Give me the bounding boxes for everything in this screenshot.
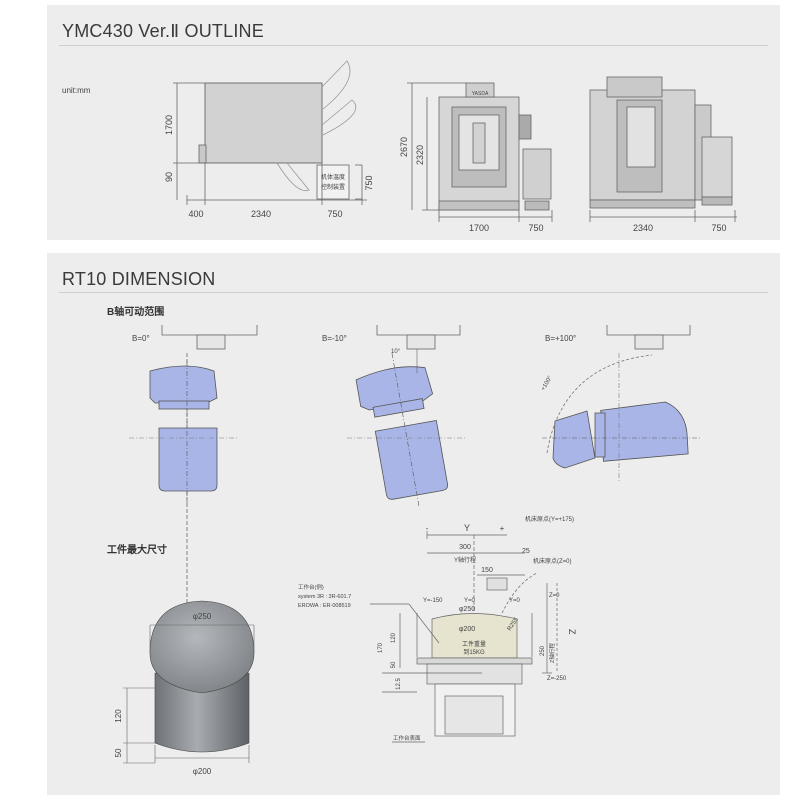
section-plus: +: [500, 524, 505, 533]
section-dim-50: 50: [391, 661, 397, 668]
b100-diagram: [542, 325, 702, 483]
b100-angle-mark: +100°: [541, 375, 554, 392]
front-dim-2320: 2320: [415, 145, 425, 165]
section-dim-250: 250: [540, 645, 546, 656]
rt10-divider: [59, 292, 768, 293]
section-dia-250: φ250: [459, 606, 475, 613]
section-origin-z: 机床原点(Z=0): [533, 557, 572, 565]
section-z-stroke: Z轴行程: [548, 643, 556, 663]
section-dim-150: 150: [481, 567, 493, 574]
machine-badge: YASDA: [472, 91, 489, 97]
section-y-label: Y: [464, 523, 470, 533]
b0-label: B=0°: [132, 334, 150, 343]
control-box-line-2: 控制装置: [321, 183, 345, 191]
side-view: [589, 76, 737, 222]
section-y-0b: Y=0: [509, 598, 521, 604]
top-dim-side-750: 750: [364, 175, 374, 190]
section-y-0a: Y=0: [464, 598, 476, 604]
section-origin-y: 机床原点(Y=+175): [525, 515, 574, 523]
section-table-line-2: system 3R : 3R-601.7: [298, 594, 351, 600]
outline-panel: YMC430 Ver.Ⅱ OUTLINE unit:mm 1700 90 400…: [47, 5, 780, 240]
side-dim-2340: 2340: [633, 223, 653, 233]
b-10-label: B=-10°: [322, 334, 347, 343]
side-dim-750: 750: [711, 223, 726, 233]
section-table-face: 工作台表面: [393, 734, 421, 742]
top-dim-1700: 1700: [164, 115, 174, 135]
top-view: [173, 60, 367, 205]
rt10-panel: RT10 DIMENSION B轴可动范围 工件最大尺寸 B=0°: [47, 253, 780, 795]
b-axis-title: B轴可动范围: [107, 307, 165, 318]
front-dim-2670: 2670: [399, 137, 409, 157]
unit-label: unit:mm: [62, 86, 91, 95]
top-dim-90: 90: [164, 172, 174, 182]
section-y-stroke: Y轴行程: [454, 556, 476, 564]
workpiece-dia-bottom: φ200: [193, 767, 212, 776]
b-10-angle-mark: 10°: [391, 349, 401, 355]
outline-divider: [59, 45, 768, 46]
top-dim-2340: 2340: [251, 209, 271, 219]
b0-diagram: [129, 325, 258, 693]
section-load-1: 工件重量: [462, 640, 486, 648]
section-dim-12-5: 12.5: [396, 678, 402, 690]
front-dim-1700: 1700: [469, 223, 489, 233]
section-load-2: 到15KG: [463, 649, 485, 656]
workpiece-height-50: 50: [114, 748, 123, 757]
section-drawing: [370, 531, 558, 743]
section-table-line-3: EROWA : ER-008519: [298, 603, 351, 609]
rt10-title: RT10 DIMENSION: [62, 269, 216, 289]
workpiece-3d: [123, 600, 255, 764]
section-dia-200: φ200: [459, 626, 475, 633]
section-z-label: Z: [567, 629, 577, 635]
front-view: [407, 82, 553, 222]
outline-drawing: unit:mm 1700 90 400 2340 750 750 机体温度 控制: [62, 60, 737, 233]
b-10-diagram: [347, 325, 467, 508]
workpiece-title: 工件最大尺寸: [107, 545, 167, 556]
section-dim-170: 170: [378, 642, 384, 653]
control-box-line-1: 机体温度: [321, 173, 345, 181]
top-dim-400: 400: [188, 209, 203, 219]
section-dim-25: 25: [522, 548, 530, 555]
top-dim-750: 750: [327, 209, 342, 219]
section-dim-300: 300: [459, 544, 471, 551]
section-dim-120: 120: [391, 632, 397, 643]
workpiece-height-120: 120: [114, 709, 123, 723]
front-dim-750: 750: [528, 223, 543, 233]
workpiece-dia-top: φ250: [193, 612, 212, 621]
section-y-minus-150: Y=-150: [423, 598, 443, 604]
section-z-minus-250: Z=-250: [547, 676, 567, 682]
section-z-0: Z=0: [549, 593, 560, 599]
section-table-line-1: 工作台(例): [298, 583, 324, 591]
b100-label: B=+100°: [545, 334, 576, 343]
rt10-drawing: B=0° B=-10° 10°: [114, 325, 702, 776]
outline-title: YMC430 Ver.Ⅱ OUTLINE: [62, 21, 264, 41]
section-minus: -: [426, 524, 429, 533]
